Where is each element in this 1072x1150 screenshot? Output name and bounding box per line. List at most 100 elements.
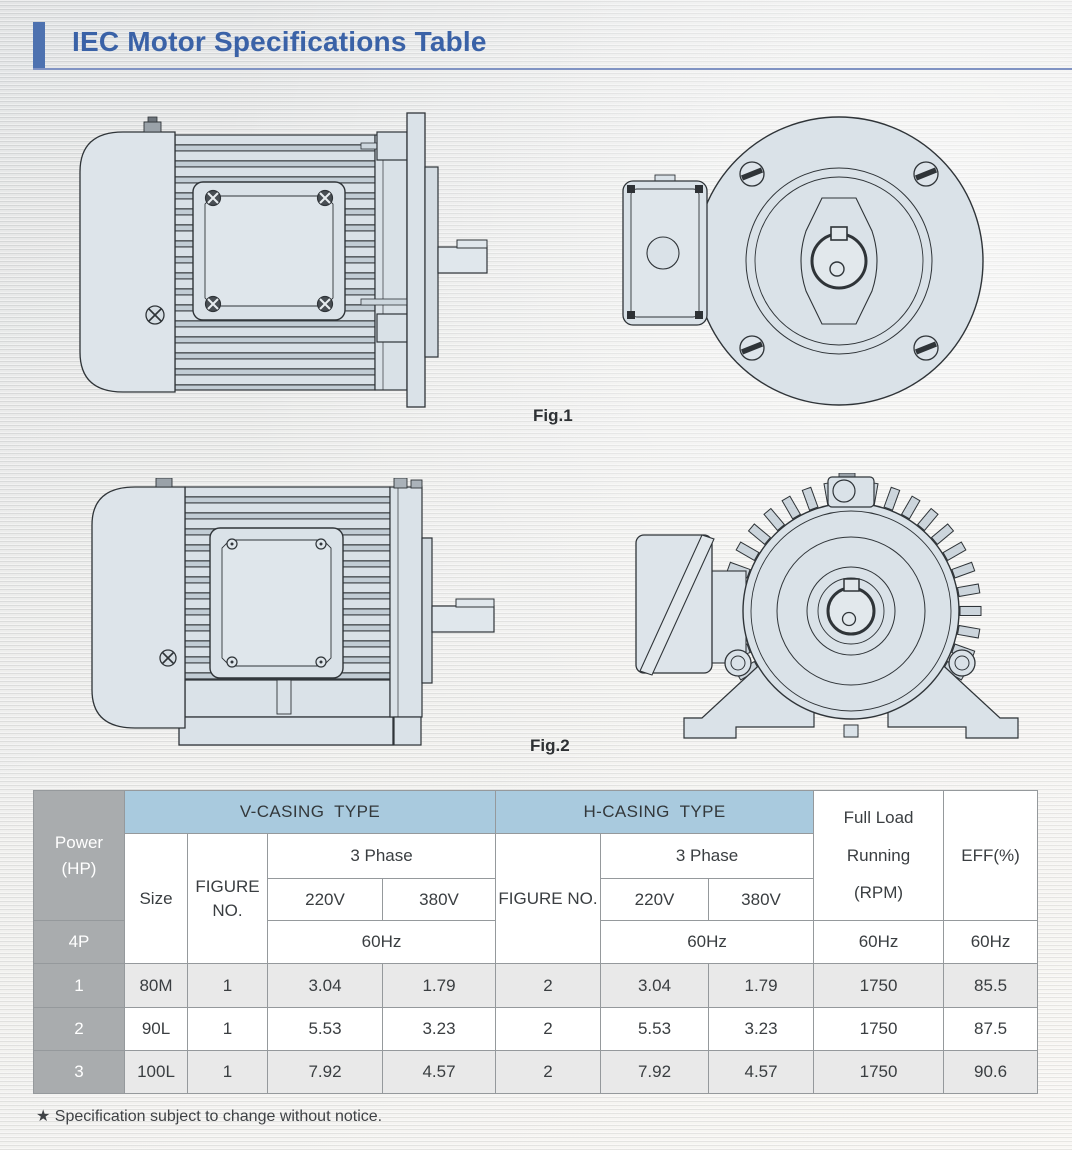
spec-table: Power (HP) V-CASING TYPE H-CASING TYPE F…: [33, 790, 1039, 1094]
cell-v220: 7.92: [267, 1050, 383, 1094]
cell-v220: 3.04: [267, 963, 383, 1008]
cell-figure-h: 2: [495, 1007, 602, 1051]
flange-screw-icon: [739, 161, 765, 187]
phase-h-header: 3 Phase: [600, 833, 815, 879]
cell-size: 100L: [124, 1050, 188, 1094]
cell-v380: 3.23: [381, 1007, 497, 1051]
cell-v380: 1.79: [381, 963, 497, 1008]
rim-bolt-icon: [948, 649, 976, 677]
cell-figure-h: 2: [495, 963, 602, 1008]
flange-screw-icon: [913, 335, 939, 361]
h-casing-header: H-CASING TYPE: [495, 790, 815, 834]
table-row: 1 80M 1 3.04 1.79 2 3.04 1.79 1750 85.5: [33, 963, 1039, 1008]
cap-bolt-icon: [155, 478, 173, 488]
size-header: Size: [124, 833, 188, 964]
cell-figure-v: 1: [187, 963, 268, 1008]
bearing-boss: [421, 537, 433, 684]
front-foot: [393, 716, 422, 746]
drain-tab: [843, 724, 859, 738]
shaft-key: [455, 598, 495, 608]
fig2-caption: Fig.2: [530, 736, 570, 755]
cover-screw-icon: [316, 295, 334, 313]
cell-h220: 5.53: [600, 1007, 710, 1051]
v-casing-header: V-CASING TYPE: [123, 790, 497, 834]
cell-eff: 85.5: [943, 963, 1039, 1008]
figure-no-v-header: FIGURE NO.: [187, 833, 268, 964]
cell-rpm: 1750: [813, 1050, 945, 1094]
tilted-lid: [639, 534, 715, 676]
cover-screw-icon: [316, 189, 334, 207]
title-underline: [33, 68, 1072, 70]
shaft-key: [456, 239, 488, 249]
keyway: [830, 226, 848, 241]
pole-4p-cell: 4P: [33, 920, 125, 964]
bearing-bracket: [374, 134, 408, 391]
cell-power: 1: [33, 963, 125, 1008]
cell-rpm: 1750: [813, 1007, 945, 1051]
h-380v-header: 380V: [708, 878, 815, 921]
cell-v380: 4.57: [381, 1050, 497, 1094]
cap-screw-icon: [145, 305, 165, 325]
h-220v-header: 220V: [600, 878, 710, 921]
rim-bolt-icon: [724, 649, 752, 677]
shaft-end: [810, 232, 868, 290]
flange-hub: [424, 166, 439, 358]
cell-figure-v: 1: [187, 1007, 268, 1051]
cap-bolt-icon: [143, 121, 162, 133]
v-220v-header: 220V: [267, 878, 383, 921]
cover-screw-icon: [204, 295, 222, 313]
end-bell: [389, 486, 423, 718]
output-shaft: [431, 605, 495, 633]
cell-figure-v: 1: [187, 1050, 268, 1094]
cell-h220: 7.92: [600, 1050, 710, 1094]
title-accent-bar: [33, 22, 45, 69]
cell-v220: 5.53: [267, 1007, 383, 1051]
cell-figure-h: 2: [495, 1050, 602, 1094]
cell-h380: 3.23: [708, 1007, 815, 1051]
phase-v-header: 3 Phase: [266, 833, 497, 879]
terminal-box: [635, 534, 715, 676]
rear-end-cap: [91, 486, 186, 729]
lifting-lug: [827, 473, 875, 508]
mounting-base: [178, 716, 394, 746]
hz-eff-cell: 60Hz: [943, 920, 1039, 964]
gland-bolt-icon: [393, 478, 408, 489]
cell-eff: 90.6: [943, 1050, 1039, 1094]
terminal-box-cover: [209, 527, 344, 679]
v-380v-header: 380V: [381, 878, 497, 921]
cell-rpm: 1750: [813, 963, 945, 1008]
table-row: 3 100L 1 7.92 4.57 2 7.92 4.57 1750 90.6: [33, 1050, 1039, 1094]
cell-h220: 3.04: [600, 963, 710, 1008]
cell-size: 80M: [124, 963, 188, 1008]
box-adapter: [709, 570, 747, 664]
fig2-motor-front-view-drawing: [635, 473, 1019, 739]
hz-h-cell: 60Hz: [600, 920, 815, 964]
footnote: ★ Specification subject to change withou…: [36, 1108, 383, 1125]
terminal-box-cover: [192, 181, 346, 321]
eff-header: EFF(%): [943, 790, 1039, 921]
power-hp-header: Power (HP): [33, 790, 125, 921]
output-shaft: [437, 246, 488, 274]
cover-screw-icon: [204, 189, 222, 207]
flange-screw-icon: [913, 161, 939, 187]
hz-rpm-cell: 60Hz: [813, 920, 945, 964]
cell-power: 2: [33, 1007, 125, 1051]
cell-power: 3: [33, 1050, 125, 1094]
table-row: 2 90L 1 5.53 3.23 2 5.53 3.23 1750 87.5: [33, 1007, 1039, 1051]
hz-v-cell: 60Hz: [266, 920, 497, 964]
fig1-motor-front-view-drawing: [622, 116, 984, 406]
fig1-motor-side-view-drawing: [79, 112, 488, 408]
fig1-caption: Fig.1: [533, 406, 573, 425]
cell-size: 90L: [124, 1007, 188, 1051]
shaft-end: [826, 586, 876, 636]
fig2-motor-side-view-drawing: [91, 478, 495, 746]
flange-screw-icon: [739, 335, 765, 361]
end-shield: [776, 536, 926, 686]
gland-bolt-icon: [410, 479, 423, 489]
cell-h380: 4.57: [708, 1050, 815, 1094]
keyway: [843, 578, 860, 592]
page-title: IEC Motor Specifications Table: [72, 26, 487, 57]
full-load-header: Full Load Running (RPM): [813, 790, 945, 921]
figure-no-h-header: FIGURE NO.: [495, 833, 602, 964]
